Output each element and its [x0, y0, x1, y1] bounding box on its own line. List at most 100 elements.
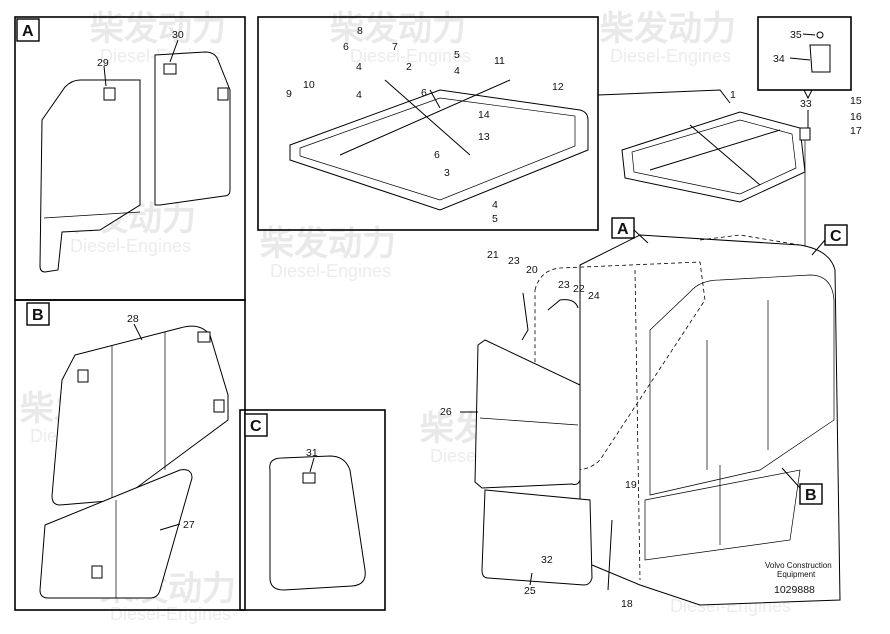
window-panel-29 — [39, 79, 141, 273]
callout-6: 6 — [421, 87, 427, 99]
leader-28 — [133, 323, 143, 341]
strap-2 — [384, 79, 471, 156]
hidden-edge — [634, 269, 641, 581]
leader-34 — [789, 57, 811, 61]
cab-assembly: A C B 21 23 20 23 22 24 26 19 32 25 18 — [440, 217, 848, 610]
document-number: 1029888 — [774, 584, 815, 596]
hidden-edge — [699, 234, 801, 246]
callout-2: 2 — [406, 61, 412, 73]
view-a-panel: A 29 30 — [14, 16, 246, 301]
leader-6 — [429, 89, 441, 109]
callout-27: 27 — [183, 519, 195, 531]
watermark-text: Diesel-Engines — [270, 261, 391, 281]
callout-25: 25 — [524, 585, 536, 597]
leader-35 — [802, 33, 816, 36]
watermark-text: Diesel-Engines — [350, 46, 471, 66]
roof-frame-main — [621, 110, 811, 250]
roof-frame-inner — [299, 97, 576, 201]
callout-8: 8 — [357, 25, 363, 37]
callout-11: 11 — [494, 55, 505, 67]
callout-14: 14 — [478, 109, 490, 121]
bracket-34 — [809, 44, 831, 73]
roof-strap — [689, 124, 761, 186]
leader-30 — [169, 39, 179, 63]
lower-panel-25 — [481, 489, 593, 586]
panel-seam — [43, 211, 141, 219]
callout-12: 12 — [552, 81, 564, 93]
roof-frame-1-inner — [631, 119, 797, 195]
callout-22: 22 — [573, 283, 585, 295]
cab-window-side — [649, 274, 835, 496]
callout-20: 20 — [526, 264, 538, 276]
window-panel-30 — [154, 51, 231, 206]
callout-6: 6 — [434, 149, 440, 161]
callout-30: 30 — [172, 29, 184, 41]
detail-frame — [257, 16, 599, 231]
bracket-28b — [197, 331, 211, 343]
callout-24: 24 — [588, 290, 600, 302]
callout-4: 4 — [492, 199, 498, 211]
view-c-label-box — [244, 413, 268, 437]
strap-11 — [339, 79, 511, 156]
watermark-text: 柴发动力 — [330, 10, 466, 48]
callout-4: 4 — [356, 61, 362, 73]
bracket-29 — [103, 87, 116, 101]
watermark-text: 柴发动力 — [260, 225, 396, 263]
bracket-detail-frame — [757, 16, 852, 91]
view-a-label: A — [22, 23, 34, 40]
bracket-18-19 — [607, 519, 613, 591]
leader-25 — [529, 572, 533, 586]
seal-22 — [547, 299, 579, 311]
callout-28: 28 — [127, 313, 139, 325]
brand-line-2: Equipment — [777, 570, 816, 579]
view-b-label-box — [26, 302, 50, 326]
callout-6: 6 — [343, 41, 349, 53]
leader-b — [781, 467, 801, 489]
view-a-tag-label: A — [617, 221, 629, 238]
roof-strap — [649, 129, 781, 171]
cab-lower-panel — [644, 469, 801, 561]
callout-29: 29 — [97, 57, 109, 69]
callout-31: 31 — [306, 447, 318, 459]
door-seam — [479, 417, 579, 426]
callout-23: 23 — [508, 255, 520, 267]
callout-32: 32 — [541, 554, 553, 566]
callout-33: 33 — [800, 98, 812, 110]
watermark-text: Diesel-Engines — [110, 604, 231, 624]
view-c-tag-label: C — [830, 228, 842, 245]
bracket-detail: 35 34 — [757, 16, 852, 100]
callout-18: 18 — [621, 598, 633, 610]
detail-arrow — [597, 89, 731, 104]
view-a-label-box — [16, 18, 40, 42]
callout-26: 26 — [440, 406, 452, 418]
callout-1: 1 — [730, 89, 736, 101]
rod-20 — [521, 292, 529, 341]
watermark-text: Diesel-Engines — [70, 236, 191, 256]
callout-5: 5 — [492, 213, 498, 225]
footer-block: Volvo Construction Equipment 1029888 — [765, 561, 832, 596]
view-b-panel: B 28 27 — [14, 299, 246, 611]
view-c-tag — [824, 224, 848, 246]
panel-31 — [269, 455, 366, 591]
callout-35: 35 — [790, 29, 802, 41]
view-b-tag — [799, 483, 823, 505]
callout-3: 3 — [444, 167, 450, 179]
callout-4: 4 — [356, 89, 362, 101]
bracket-30 — [163, 63, 177, 75]
bracket-arrow — [803, 89, 813, 100]
callout-13: 13 — [478, 131, 490, 143]
view-c-frame — [239, 409, 386, 611]
bracket-28c — [213, 399, 225, 413]
bracket-33 — [799, 127, 811, 141]
cab-body — [579, 234, 841, 606]
callout-19: 19 — [625, 479, 637, 491]
callout-17: 17 — [850, 125, 862, 137]
watermark-text: 柴发动力 — [600, 10, 736, 48]
roof-frame-detail: 8 6 7 4 2 10 9 4 6 5 4 11 12 14 13 6 3 4… — [257, 16, 599, 231]
callout-34: 34 — [773, 53, 785, 65]
callout-21: 21 — [487, 249, 499, 261]
callout-15: 15 — [850, 95, 862, 107]
view-b-label: B — [32, 307, 44, 324]
